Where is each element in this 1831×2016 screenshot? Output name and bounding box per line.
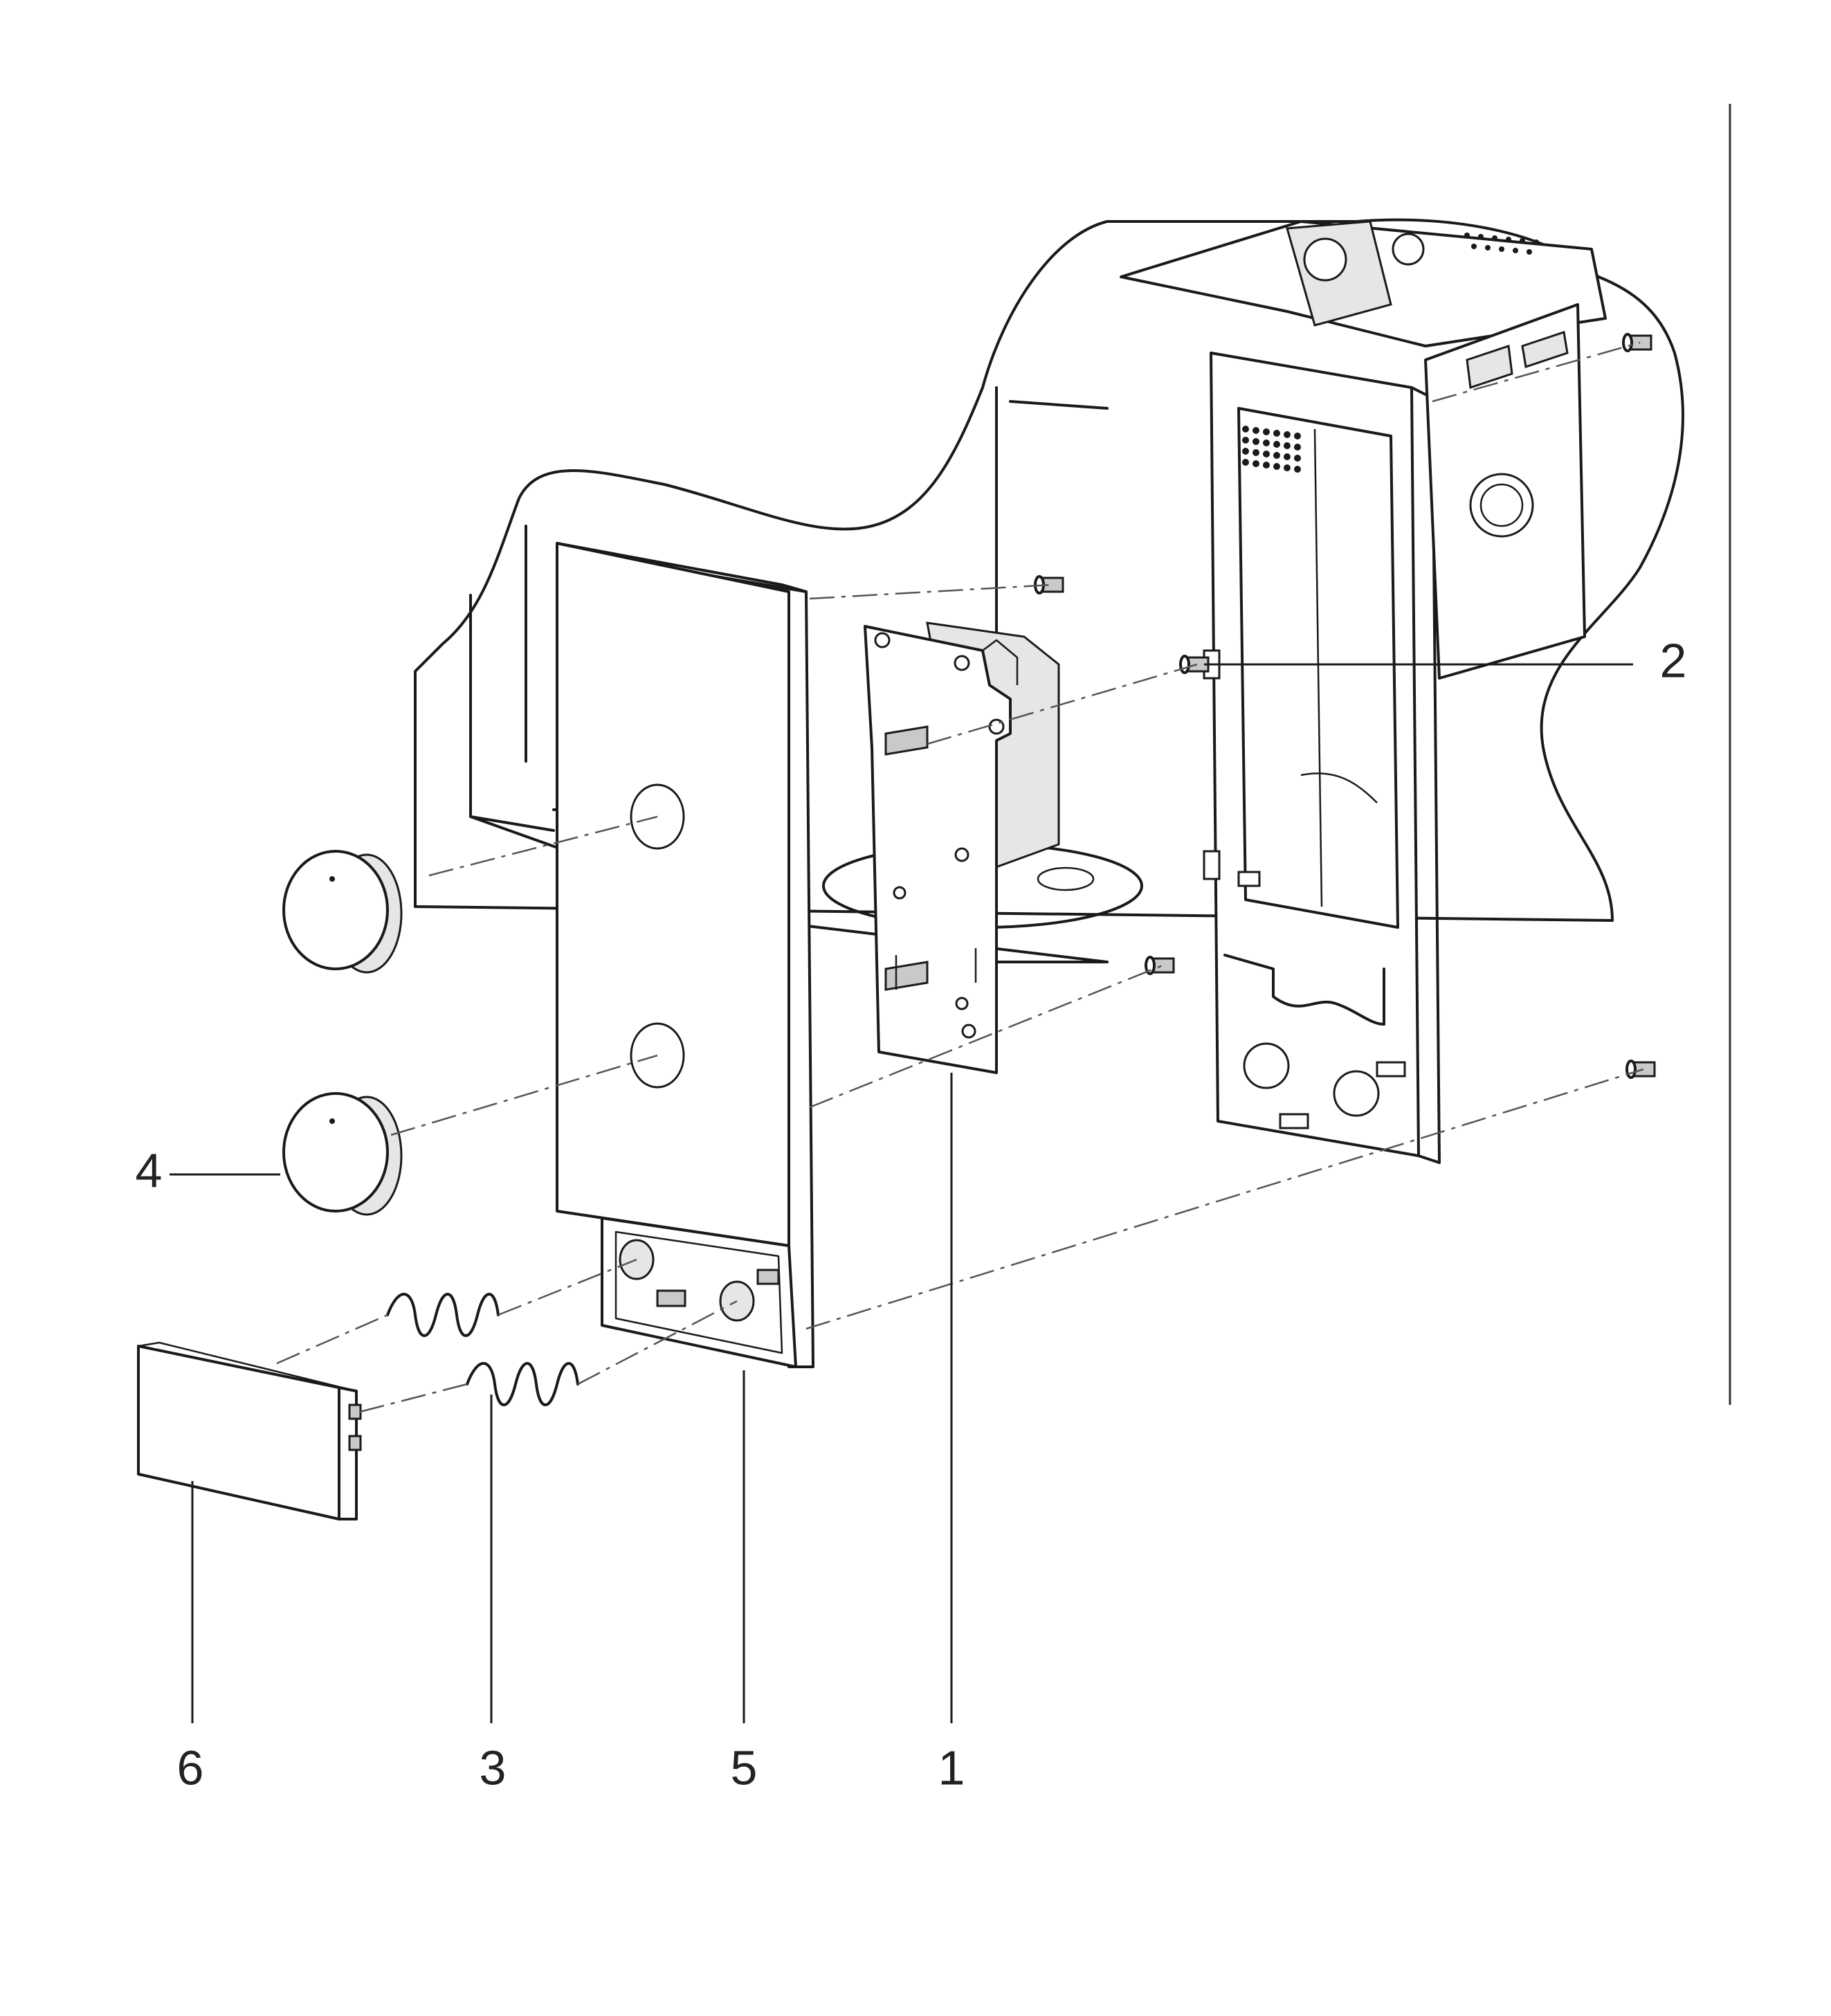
- side-plate-hole: [1469, 473, 1534, 538]
- frame-hole: [1243, 1042, 1290, 1089]
- assembly-lines: [276, 341, 1644, 1413]
- callout-2: 2: [1660, 633, 1687, 687]
- spring-upper: [386, 1293, 500, 1337]
- cover-plate: [137, 1341, 362, 1520]
- panel-face: [556, 542, 790, 1247]
- bracket-plate: [864, 625, 1012, 1074]
- spring-lower: [466, 1362, 579, 1406]
- turntable-hub: [1037, 866, 1095, 891]
- front-frame-inner-lip: [1300, 428, 1378, 907]
- front-frame-flange: [1410, 386, 1441, 1164]
- screw: [1145, 956, 1175, 975]
- callout-labels: 1 2 3 4 5 6: [136, 633, 1687, 1795]
- vent-holes: [1464, 233, 1539, 255]
- timer-bracket: [864, 621, 1060, 1074]
- callout-5: 5: [731, 1741, 758, 1795]
- callout-1: 1: [938, 1741, 965, 1795]
- screws: [1034, 333, 1656, 1079]
- callout-6: 6: [177, 1741, 204, 1795]
- knob-upper: [282, 850, 403, 974]
- frame-hole: [1333, 1070, 1380, 1117]
- perforation-grid: [1242, 426, 1301, 473]
- bracket-shaft: [884, 725, 929, 756]
- knob-face: [282, 850, 389, 970]
- screw: [1622, 333, 1652, 352]
- knob-face: [282, 1092, 389, 1213]
- knob-lower: [282, 1092, 403, 1216]
- callout-4: 4: [136, 1143, 163, 1197]
- front-frame-bottom-cutout: [1223, 954, 1385, 1026]
- leader-lines: [170, 663, 1633, 1723]
- control-panel: [556, 542, 814, 1368]
- cover-face: [137, 1345, 340, 1520]
- callout-3: 3: [480, 1741, 507, 1795]
